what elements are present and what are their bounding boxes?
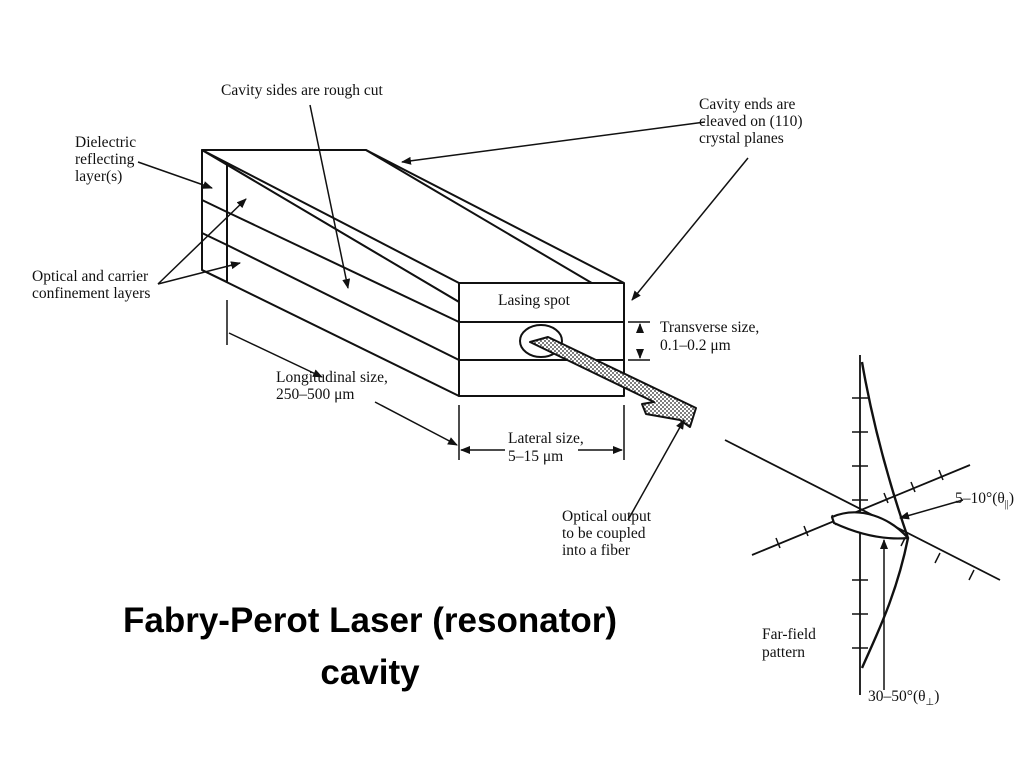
cross-axis: [751, 464, 971, 556]
perp-angle-text: 30–50°(θ: [868, 688, 926, 705]
dielectric-label-line2: reflecting: [75, 151, 135, 168]
farfield-label-line2: pattern: [762, 644, 806, 661]
lateral-label-line1: Lateral size,: [508, 430, 584, 447]
lateral-label-line2: 5–15 μm: [508, 448, 564, 465]
parallel-angle-label: 5–10°(θ||): [955, 490, 1014, 511]
slide-title-line1: Fabry-Perot Laser (resonator): [122, 601, 618, 640]
confinement-label-line1: Optical and carrier: [32, 268, 149, 285]
slide-title-line2: cavity: [320, 653, 420, 692]
cavity-ends-label-line2: cleaved on (110): [699, 113, 803, 130]
leader-arrows: [137, 104, 964, 690]
cavity-sides-label: Cavity sides are rough cut: [221, 82, 383, 99]
output-label-line3: into a fiber: [562, 542, 631, 559]
lasing-spot-label: Lasing spot: [498, 292, 570, 309]
confinement-label-line2: confinement layers: [32, 285, 151, 302]
far-field-plot: [724, 355, 1001, 695]
output-label-line1: Optical output: [562, 508, 652, 525]
transverse-label-line2: 0.1–0.2 μm: [660, 337, 731, 354]
transverse-label-line1: Transverse size,: [660, 319, 760, 336]
longitudinal-label-line2: 250–500 μm: [276, 386, 355, 403]
farfield-label-line1: Far-field: [762, 626, 816, 643]
perp-subscript: ⊥: [925, 697, 935, 709]
parallel-angle-text: 5–10°(θ: [955, 490, 1005, 507]
dielectric-label-line3: layer(s): [75, 168, 123, 185]
longitudinal-label-line1: Longitudinal size,: [276, 369, 388, 386]
dimension-lines: [226, 300, 650, 460]
parallel-lobe: [830, 511, 910, 540]
output-label-line2: to be coupled: [562, 525, 646, 542]
dielectric-label-line1: Dielectric: [75, 134, 137, 151]
cavity-ends-label-line1: Cavity ends are: [699, 96, 796, 113]
laser-chip-block: [201, 149, 625, 397]
perp-angle-label: 30–50°(θ⊥): [868, 688, 940, 709]
cavity-ends-label-line3: crystal planes: [699, 130, 784, 147]
parallel-subscript: ||: [1004, 499, 1009, 511]
